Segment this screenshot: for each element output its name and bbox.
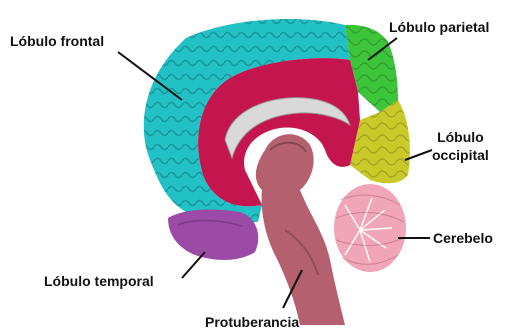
temporal-lobe-region xyxy=(168,210,258,260)
label-lobulo-parietal: Lóbulo parietal xyxy=(389,18,489,36)
pointer-temporal xyxy=(182,252,205,278)
label-protuberancia: Protuberancia xyxy=(205,313,299,331)
label-lobulo-frontal: Lóbulo frontal xyxy=(10,32,104,50)
brainstem-region xyxy=(256,134,345,325)
label-occipital-line1: Lóbulo xyxy=(432,128,489,146)
label-lobulo-temporal: Lóbulo temporal xyxy=(44,272,154,290)
label-cerebelo: Cerebelo xyxy=(433,229,493,247)
label-occipital-line2: occipital xyxy=(432,146,489,164)
label-lobulo-occipital: Lóbulo occipital xyxy=(432,128,489,164)
